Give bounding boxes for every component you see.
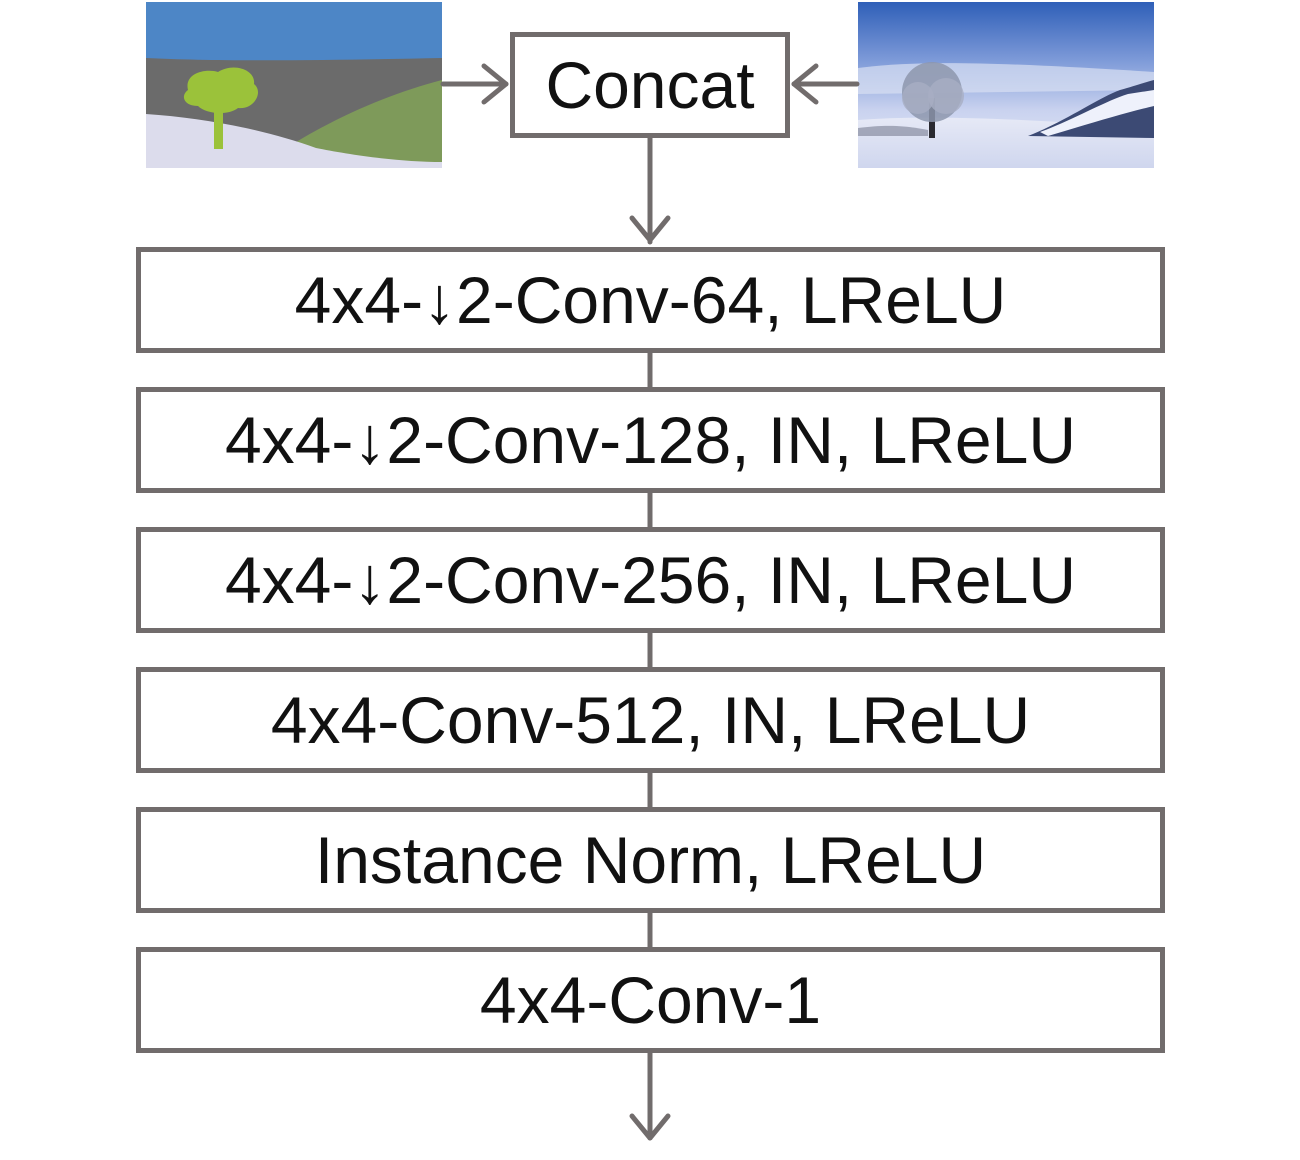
layer-label: 4x4-↓2-Conv-256, IN, LReLU — [224, 543, 1077, 617]
concat-label: Concat — [545, 48, 755, 122]
layer-conv-128: 4x4-↓2-Conv-128, IN, LReLU — [136, 387, 1165, 493]
layer-conv-64: 4x4-↓2-Conv-64, LReLU — [136, 247, 1165, 353]
layer-conv-512: 4x4-Conv-512, IN, LReLU — [136, 667, 1165, 773]
layer-label: 4x4-↓2-Conv-128, IN, LReLU — [224, 403, 1077, 477]
layer-label: 4x4-Conv-1 — [479, 963, 822, 1037]
layer-label: 4x4-↓2-Conv-64, LReLU — [294, 263, 1007, 337]
layer-label: 4x4-Conv-512, IN, LReLU — [270, 683, 1031, 757]
layer-conv-1: 4x4-Conv-1 — [136, 947, 1165, 1053]
semantic-map-image — [146, 2, 442, 168]
photo-image — [858, 2, 1154, 168]
layer-conv-256: 4x4-↓2-Conv-256, IN, LReLU — [136, 527, 1165, 633]
layer-label: Instance Norm, LReLU — [314, 823, 987, 897]
layer-instance-norm: Instance Norm, LReLU — [136, 807, 1165, 913]
concat-node: Concat — [510, 32, 790, 138]
